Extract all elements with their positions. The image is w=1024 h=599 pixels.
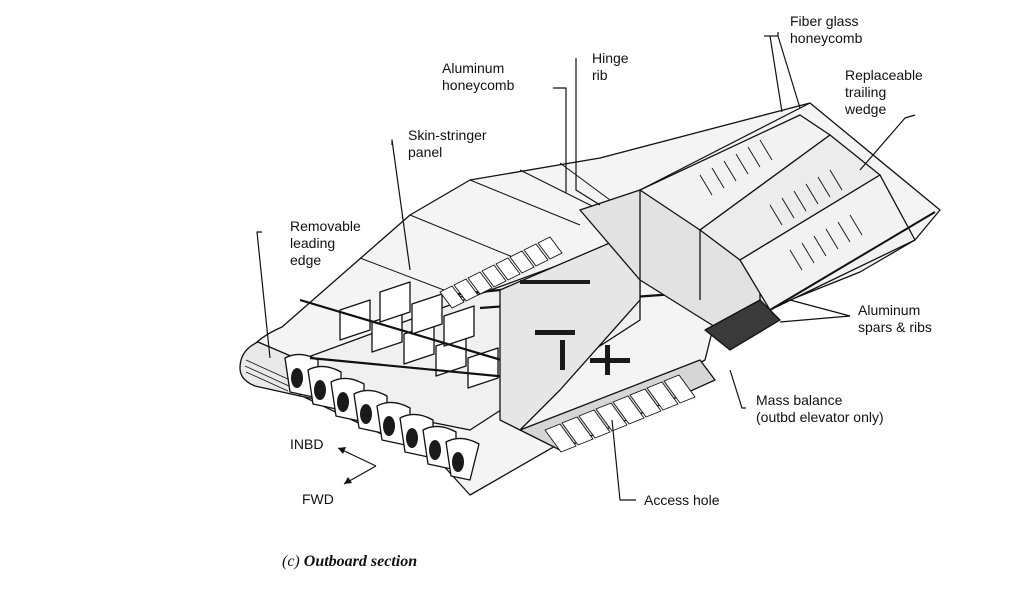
mass-balance [704, 299, 781, 351]
label-replaceable-trailing-wedge: Replaceable trailing wedge [845, 67, 923, 117]
upper-rib-slats [439, 236, 563, 309]
trailing-spar [769, 211, 936, 311]
leading-edge-hatching [244, 359, 291, 392]
spar-cutouts [520, 280, 630, 375]
leader-spars-ribs-1 [789, 299, 851, 317]
rib-lightening-holes [291, 368, 464, 472]
figure-caption: (c) Outboard section [282, 553, 417, 571]
label-fwd: FWD [302, 491, 334, 507]
leader-leading-edge [256, 231, 271, 359]
leader-hinge-rib [575, 58, 601, 206]
label-access-hole: Access hole [644, 492, 720, 508]
inbd-arrow [337, 447, 377, 467]
leader-trailing-wedge [859, 114, 916, 171]
trailing-wedge-lower [739, 174, 916, 311]
label-inbd: INBD [290, 436, 324, 452]
label-removable-leading-edge: Removable leading edge [290, 218, 361, 268]
label-aluminum-honeycomb: Aluminum honeycomb [442, 60, 515, 93]
honeycomb-ribs [699, 139, 863, 271]
leader-spars-ribs-2 [779, 315, 851, 323]
label-skin-stringer-panel: Skin-stringer panel [408, 127, 487, 160]
caption-tag: (c) [282, 553, 300, 570]
leader-skin-stringer [391, 139, 411, 271]
label-fiber-glass-honeycomb: Fiber glass honeycomb [790, 13, 863, 46]
leader-mass-balance [729, 369, 746, 409]
upper-rib-row [339, 281, 499, 389]
label-hinge-rib: Hinge rib [592, 50, 629, 83]
leader-aluminum-honeycomb [553, 87, 567, 193]
direction-arrows [337, 447, 377, 485]
caption-text: Outboard section [303, 553, 418, 570]
lower-rib-slats [544, 374, 696, 453]
leader-access-hole [611, 419, 636, 501]
label-aluminum-spars-ribs: Aluminum spars & ribs [858, 302, 932, 335]
label-mass-balance: Mass balance (outbd elevator only) [756, 392, 884, 425]
leader-lines [256, 32, 916, 501]
